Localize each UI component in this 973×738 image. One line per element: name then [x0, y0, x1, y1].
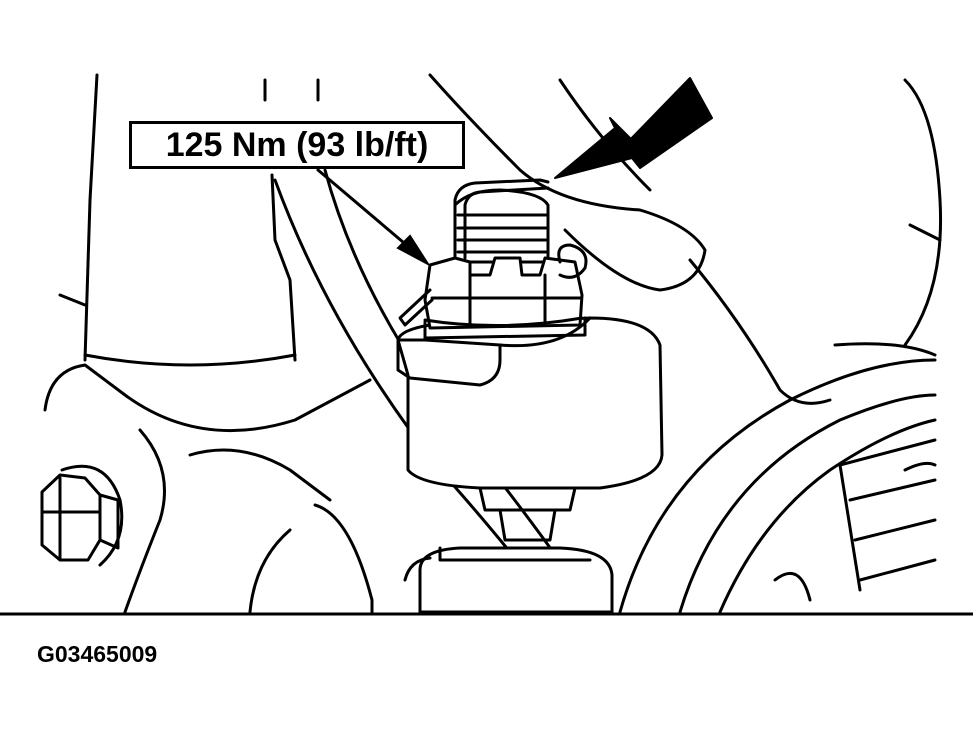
castle-nut	[423, 188, 587, 340]
cotter-pin	[398, 178, 588, 327]
pointer-arrow	[554, 77, 713, 179]
figure-id-label: G03465009	[37, 641, 158, 667]
bolt-head	[40, 464, 124, 567]
knuckle	[43, 363, 374, 614]
ball-joint-housing	[396, 316, 664, 614]
strut-body	[58, 73, 320, 367]
torque-callout: 125 Nm (93 lb/ft)	[129, 121, 465, 169]
leader-line	[316, 168, 431, 267]
brake-disc	[618, 78, 943, 614]
